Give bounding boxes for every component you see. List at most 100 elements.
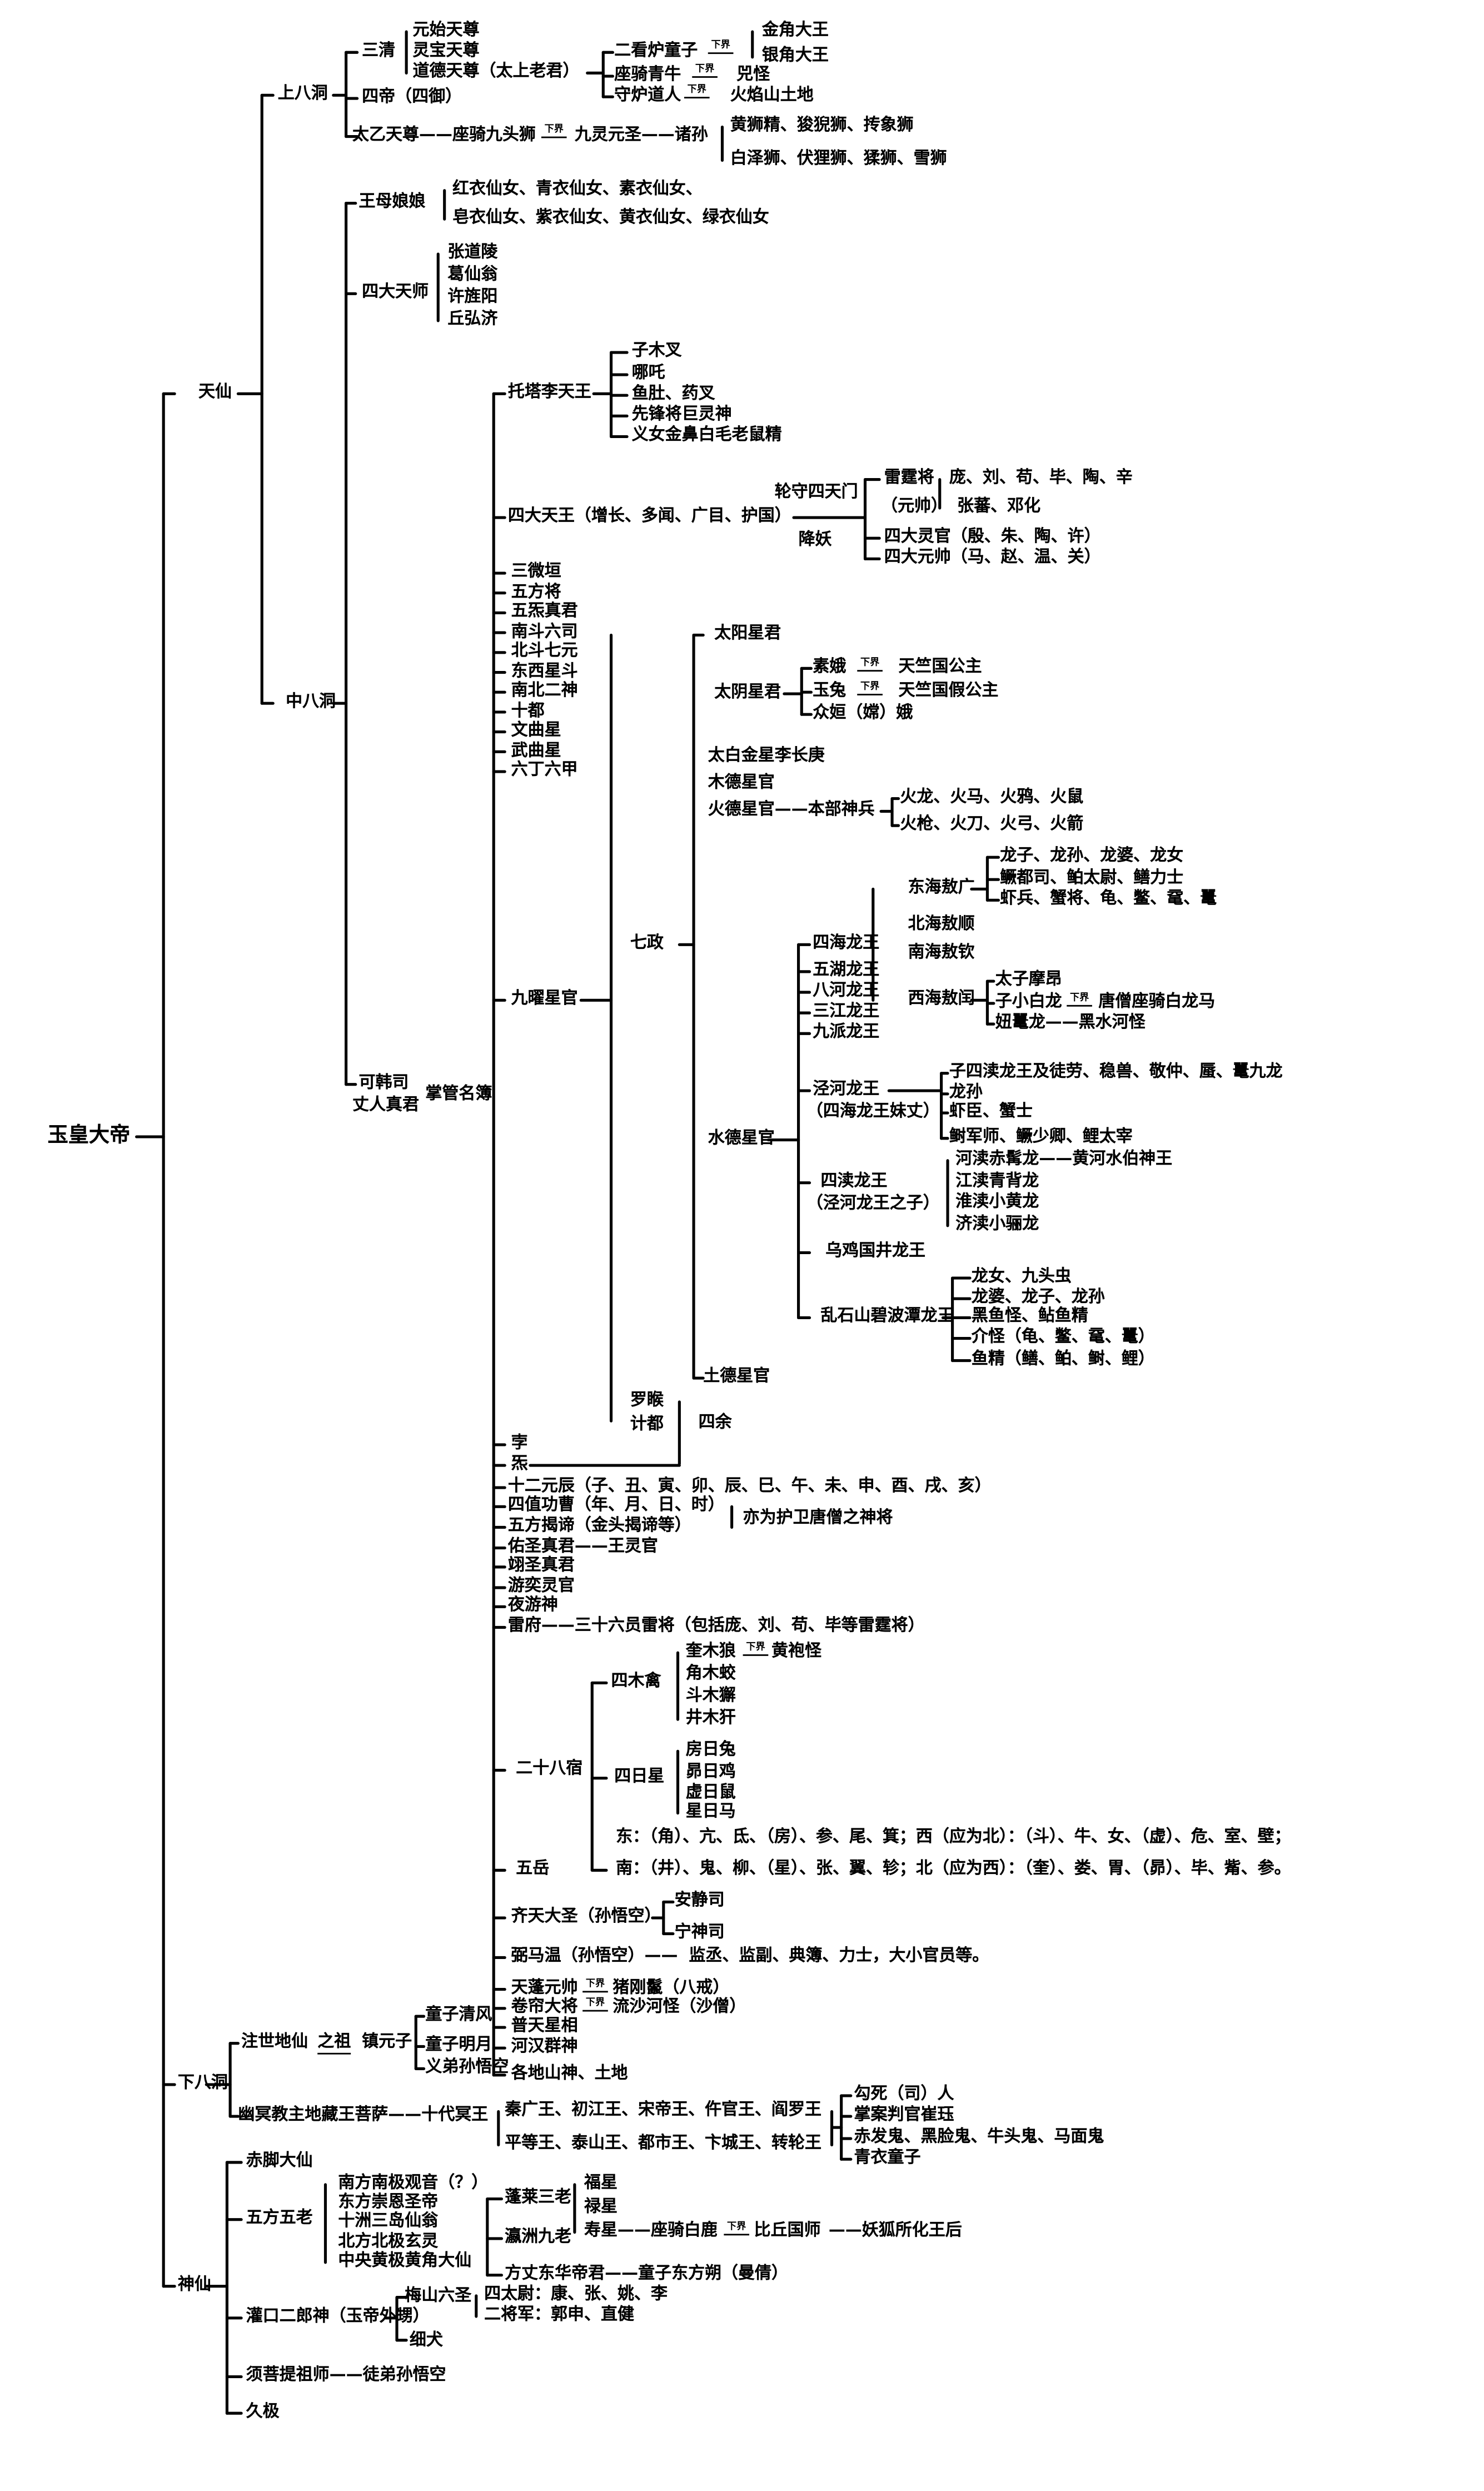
node-label: 五岳: [516, 1859, 550, 1878]
node-label: 九灵元圣——诸孙: [574, 125, 708, 145]
node-label: 四帝（四御）: [362, 87, 462, 107]
node-label: 南斗六司: [511, 621, 578, 641]
node-label: 太子摩昂: [995, 970, 1062, 990]
node-label: 二看炉童子: [614, 41, 698, 61]
node-label: 水德星官: [708, 1128, 775, 1148]
node-label: 南北二神: [511, 681, 578, 700]
node-label: 七政: [630, 933, 664, 953]
node-label: 瀛洲九老: [505, 2227, 572, 2247]
node-label: 四渎龙王: [820, 1171, 888, 1191]
zhongbadong-label: 中八洞: [286, 692, 336, 712]
node-label: 东：（角）、亢、氐、（房）、参、尾、箕；西（应为北）：（斗）、牛、女、（虚）、危…: [616, 1827, 1291, 1847]
node-label: 秦广王、初江王、宋帝王、仵官王、阎罗王: [505, 2100, 821, 2120]
node-label: 银角大王: [761, 46, 829, 66]
node-label: 文曲星: [511, 720, 561, 740]
node-label: 济渎小骊龙: [955, 1214, 1039, 1234]
node-label: 童子清风: [425, 2005, 492, 2025]
node-label: 子木叉: [631, 341, 682, 361]
node-label: 黑鱼怪、鲇鱼精: [971, 1306, 1088, 1326]
xiajie-label: 下界: [541, 124, 567, 138]
node-label: 十二元辰（子、丑、寅、卯、辰、巳、午、未、申、酉、戌、亥）: [507, 1476, 992, 1496]
node-label: 火焰山土地: [730, 86, 814, 105]
node-label: 座骑青牛: [614, 65, 681, 84]
node-label: 亦为护卫唐僧之神将: [743, 1508, 893, 1528]
node-label: 监丞、监副、典簿、力士，大小官员等。: [689, 1946, 989, 1966]
node-label: 镇元子: [362, 2032, 412, 2051]
node-label: 福星: [584, 2173, 617, 2193]
node-label: 太阳星君: [714, 624, 781, 643]
node-label: 黄狮精、狻猊狮、抟象狮: [730, 116, 914, 135]
node-label: 哪吒: [631, 364, 665, 383]
node-label: 太阴星君: [714, 683, 781, 702]
node-label: 火德星官——本部神兵: [708, 800, 875, 819]
node-label: 九派龙王: [813, 1022, 880, 1042]
node-label: 义弟孙悟空: [425, 2057, 509, 2077]
xiajie-label: 下界: [857, 657, 883, 672]
node-label: 丈人真君: [352, 1095, 419, 1115]
node-label: 五炁真君: [511, 601, 578, 621]
xiajie-label: 下界: [708, 39, 734, 54]
node-label: 普天星相: [511, 2016, 578, 2036]
xiajie-label: 下界: [692, 63, 718, 78]
node-label: 河汉群神: [511, 2037, 578, 2056]
node-label: 计都: [630, 1414, 664, 1434]
node-label: 玉兔: [813, 681, 846, 700]
node-label: 泾河龙王: [813, 1080, 880, 1099]
node-label: 虚日鼠: [685, 1783, 736, 1802]
node-label: 奎木狼: [685, 1642, 736, 1661]
node-label: 四太尉：康、张、姚、李: [484, 2284, 668, 2304]
xiajie-label: 下界: [857, 681, 883, 695]
node-label: 井木犴: [685, 1708, 736, 1728]
node-label: 五湖龙王: [813, 960, 880, 980]
branch-xiabadong: 下八洞: [177, 2073, 228, 2093]
node-label: 四海龙王: [813, 933, 880, 953]
node-label: 孛: [511, 1433, 528, 1453]
node-label: 四余: [698, 1413, 732, 1433]
node-label: 黄袍怪: [771, 1642, 821, 1661]
node-label: （元帅）: [881, 496, 948, 516]
node-label: 禄星: [584, 2197, 617, 2216]
node-label: 须菩提祖师——徒弟孙悟空: [246, 2365, 446, 2385]
node-label: 十都: [511, 700, 545, 720]
node-label: 子小白龙: [995, 992, 1062, 1012]
node-label: 昴日鸡: [685, 1762, 736, 1782]
node-label: 八河龙王: [813, 981, 880, 1001]
xiajie-label: 下界: [582, 1978, 608, 1993]
xiajie-label: 下界: [684, 84, 710, 99]
node-label: 东海敖广: [908, 878, 975, 897]
xiajie-label: 下界: [724, 2221, 750, 2236]
node-label: 乱石山碧波潭龙王: [820, 1306, 954, 1326]
node-label: 妞鼍龙——黑水河怪: [995, 1013, 1146, 1032]
node-label: 木德星官: [708, 773, 775, 793]
node-label: 青衣童子: [854, 2148, 921, 2167]
node-label: 道德天尊（太上老君）: [412, 62, 580, 81]
node-label: 火龙、火马、火鸦、火鼠: [900, 787, 1084, 807]
node-label: 义女金鼻白毛老鼠精: [631, 425, 782, 445]
node-label: 太白金星李长庚: [708, 746, 825, 765]
node-label: 张蕃、邓化: [957, 496, 1041, 516]
node-label: 四大天王（增长、多闻、广目、护国）: [507, 506, 791, 526]
node-label: 寿星——座骑白鹿: [584, 2221, 718, 2240]
node-label: 元始天尊: [412, 21, 480, 40]
node-label: 平等王、泰山王、都市王、卞城王、转轮王: [505, 2134, 821, 2153]
node-label: 二将军：郭申、直健: [484, 2305, 634, 2325]
node-label: 龙孙: [949, 1082, 983, 1102]
node-label: 庞、刘、苟、毕、陶、辛: [949, 468, 1133, 488]
node-label: 星日马: [685, 1802, 736, 1821]
node-label: 蓬莱三老: [505, 2187, 572, 2207]
node-label: 齐天大圣（孙悟空）: [511, 1907, 661, 1926]
xiajie-label: 下界: [582, 1997, 608, 2012]
node-label: 灵宝天尊: [412, 41, 480, 61]
node-label: 弼马温（孙悟空）——: [511, 1946, 678, 1966]
node-label: 赤发鬼、黑脸鬼、牛头鬼、马面鬼: [854, 2127, 1104, 2147]
node-label: 天竺国公主: [898, 657, 982, 677]
node-label: 四日星: [614, 1767, 665, 1786]
node-label: 雷霆将: [884, 468, 934, 488]
node-label: 各地山神、土地: [511, 2064, 628, 2084]
node-label: 游奕灵官: [507, 1577, 575, 1596]
node-label: 丘弘济: [447, 309, 498, 329]
node-label: 比丘国师: [754, 2221, 821, 2240]
node-label: 宁神司: [674, 1922, 725, 1942]
node-label: 三微垣: [511, 562, 561, 581]
